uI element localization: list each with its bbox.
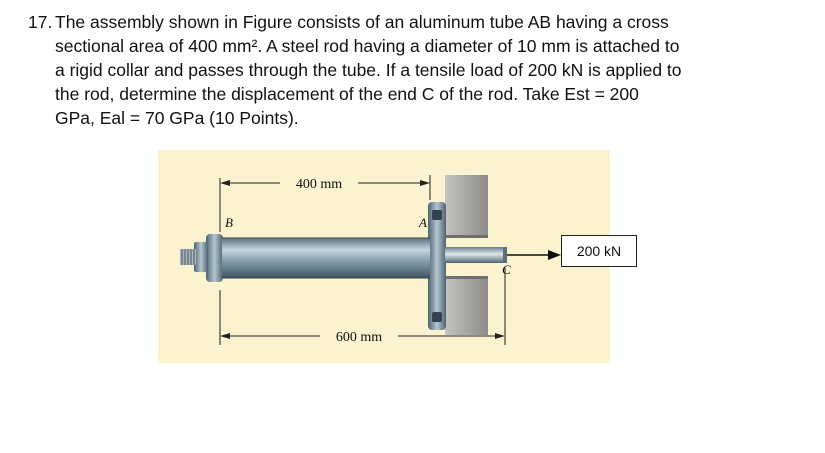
aluminum-tube (222, 238, 430, 278)
nut (194, 242, 208, 272)
rigid-collar (428, 202, 446, 330)
label-c: C (502, 262, 511, 277)
question-line: GPa, Eal = 70 GPa (10 Points). (55, 108, 299, 128)
steel-rod (445, 247, 505, 263)
question-line: a rigid collar and passes through the tu… (55, 60, 682, 80)
dimension-400: 400 mm (296, 177, 342, 192)
question-line: sectional area of 400 mm². A steel rod h… (55, 36, 680, 56)
label-b: B (225, 215, 233, 230)
question-number: 17. (28, 12, 53, 32)
load-arrow-head (548, 250, 561, 260)
label-a: A (418, 215, 427, 230)
load-label: 200 kN (561, 235, 637, 267)
question-line: the rod, determine the displacement of t… (55, 84, 639, 104)
assembly-figure: 400 mm 600 mm B A C (158, 150, 610, 363)
question-text: 17. The assembly shown in Figure consist… (28, 10, 798, 130)
question-body: The assembly shown in Figure consists of… (55, 10, 798, 130)
assembly-drawing: 400 mm 600 mm B A C (180, 175, 561, 345)
dimension-600: 600 mm (336, 330, 382, 345)
question-line: The assembly shown in Figure consists of… (55, 12, 669, 32)
end-cap-b (206, 234, 223, 282)
